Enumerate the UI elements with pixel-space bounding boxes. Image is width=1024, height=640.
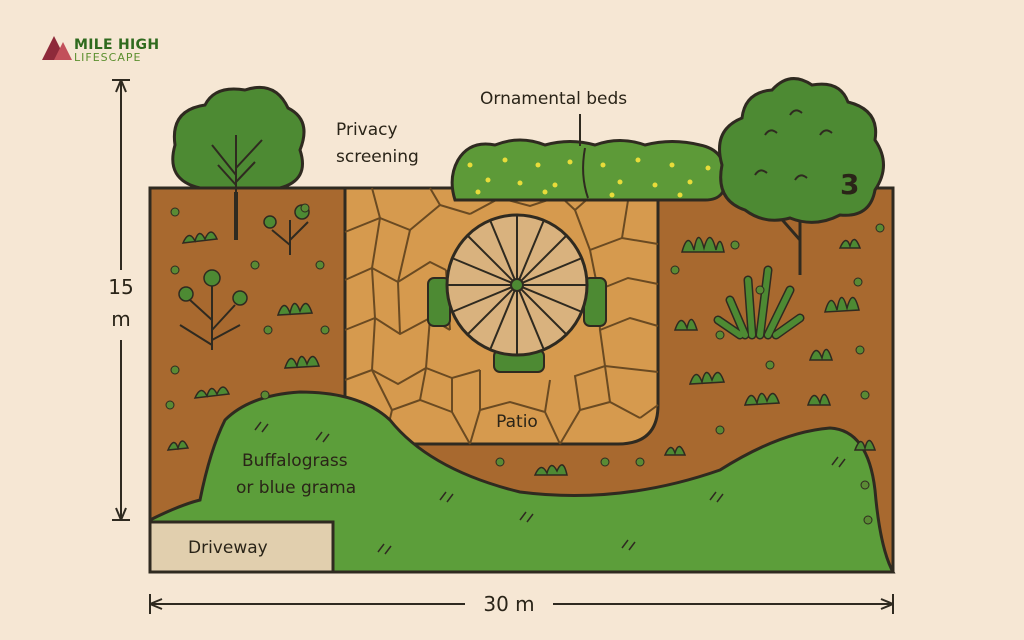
ornamental-label: Ornamental beds	[480, 89, 627, 109]
lawn-label-line2: or blue grama	[236, 478, 356, 498]
driveway: Driveway	[148, 520, 335, 574]
flower-plant-icon	[178, 269, 248, 350]
driveway-label: Driveway	[188, 538, 268, 558]
brand-logo: MILE HIGH LIFESCAPE	[42, 36, 159, 64]
height-unit: m	[111, 307, 130, 331]
umbrella-icon	[445, 213, 589, 357]
brand-name-line1: MILE HIGH	[74, 37, 159, 53]
ornamental-hedge	[450, 138, 727, 202]
soil-dots	[165, 203, 330, 410]
width-label: 30 m	[483, 592, 534, 616]
brand-name-line2: LIFESCAPE	[74, 51, 141, 64]
shrub-icons	[533, 236, 877, 476]
shade-tree-icon: 3	[718, 77, 885, 275]
height-dimension: 15 m	[108, 79, 134, 521]
yucca-plant-icon	[713, 265, 805, 340]
privacy-label-line2: screening	[336, 147, 419, 167]
grass-marks	[254, 421, 846, 555]
tree-marker-label: 3	[840, 168, 859, 201]
height-value: 15	[108, 275, 133, 299]
lawn-label-line1: Buffalograss	[242, 451, 348, 471]
width-dimension: 30 m	[149, 592, 894, 616]
right-bed-plants	[495, 223, 885, 525]
patio-label: Patio	[496, 412, 538, 432]
hedge-flowers	[467, 157, 711, 198]
mountain-logo-icon	[42, 36, 72, 60]
deciduous-tree-icon	[171, 85, 306, 240]
soil-dots	[495, 223, 885, 525]
shrub-icons	[166, 231, 321, 451]
privacy-label-line1: Privacy	[336, 120, 398, 140]
patio-furniture	[427, 213, 607, 373]
left-bed-plants	[165, 203, 330, 451]
